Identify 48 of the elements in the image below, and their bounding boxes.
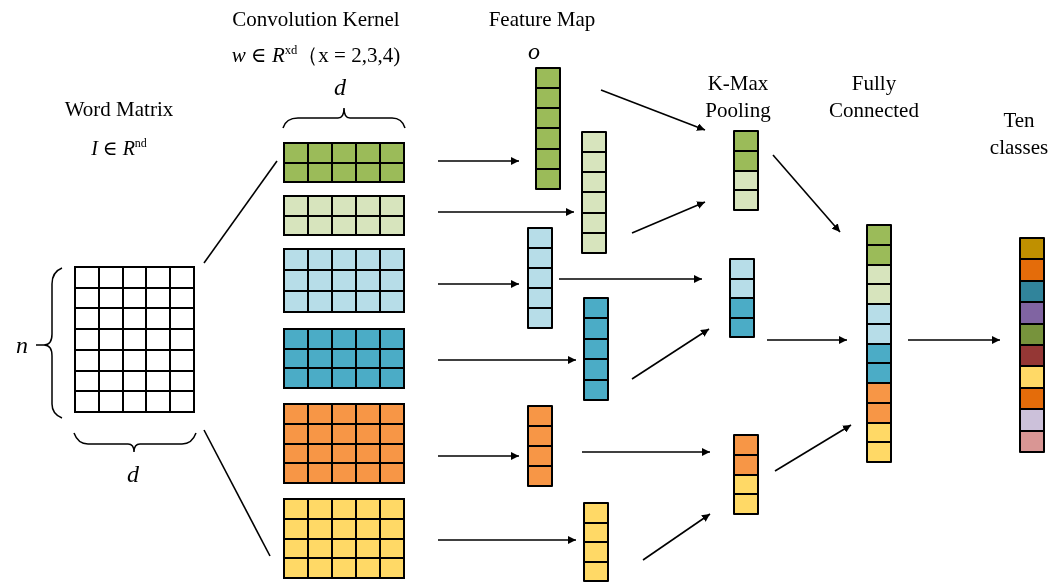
arrow [631, 328, 710, 380]
connector-line [203, 429, 271, 557]
arrow [642, 513, 711, 561]
vector-bar [535, 67, 561, 190]
vector-bar [733, 434, 759, 515]
math-symbol: d [127, 460, 139, 489]
layer-label: K-Max Pooling [704, 70, 772, 125]
arrow [437, 356, 577, 364]
vector-bar [866, 224, 892, 463]
vector-bar [733, 130, 759, 211]
matrix-grid [283, 248, 405, 313]
layer-label: Fully Connected [828, 70, 920, 125]
vector-bar [581, 131, 607, 254]
vector-bar [527, 227, 553, 329]
arrow [631, 201, 706, 234]
matrix-grid [283, 403, 405, 484]
matrix-grid [283, 195, 405, 236]
vector-bar [729, 258, 755, 338]
layer-label: Ten classes [988, 107, 1050, 162]
math-symbol: o [528, 37, 540, 66]
arrow [437, 452, 520, 460]
arrow [907, 336, 1001, 344]
layer-label: Word Matrix [64, 96, 174, 123]
matrix-grid [283, 328, 405, 389]
vector-bar [583, 502, 609, 582]
math-symbol: n [16, 331, 28, 360]
arrow [772, 154, 841, 233]
arrow [774, 424, 852, 472]
matrix-grid [283, 498, 405, 579]
math-symbol: d [334, 73, 346, 102]
arrow [437, 157, 520, 165]
arrow [437, 280, 520, 288]
arrow [600, 89, 706, 131]
matrix-grid [283, 142, 405, 183]
arrow [437, 536, 577, 544]
layer-label: w ∈ R$^{xd}$（x = 2,3,4) [231, 42, 401, 69]
layer-label: Feature Map [488, 6, 596, 33]
vector-bar [583, 297, 609, 401]
vector-bar [1019, 237, 1045, 453]
layer-label: Convolution Kernel [232, 6, 400, 33]
vector-bar [527, 405, 553, 487]
matrix-grid [74, 266, 195, 413]
layer-label: I ∈ R$^{nd}$ [91, 135, 147, 161]
arrow [766, 336, 848, 344]
arrow [437, 208, 575, 216]
connector-line [203, 160, 278, 264]
arrow [558, 275, 703, 283]
arrow [581, 448, 711, 456]
